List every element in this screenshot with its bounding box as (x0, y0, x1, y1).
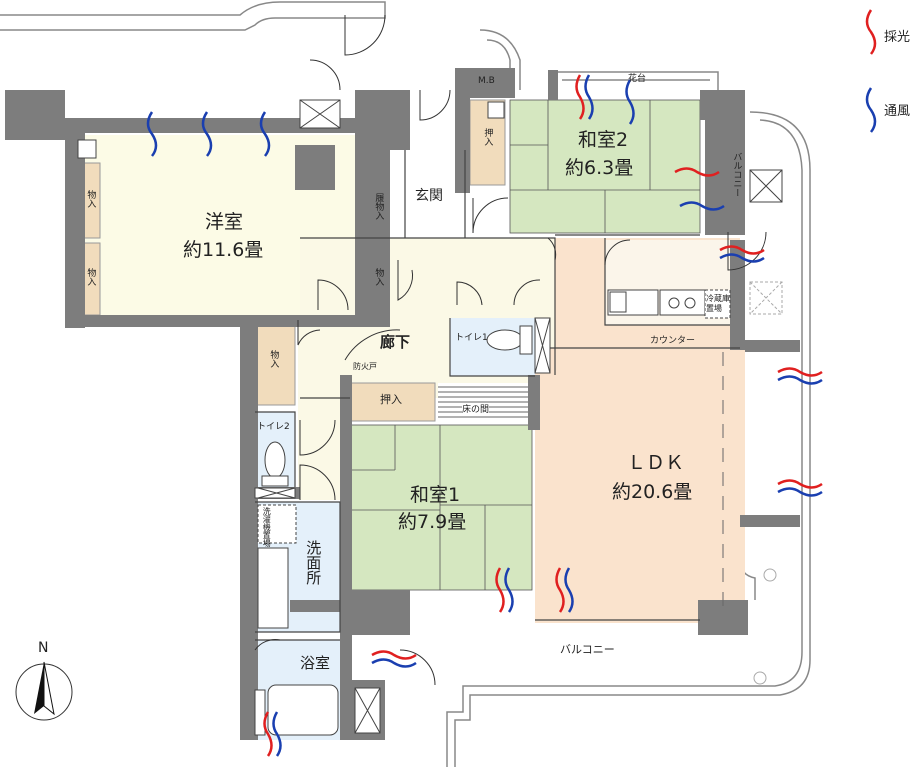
oshiire-w1 (349, 382, 436, 422)
senmenjo-label: 洗面所 (304, 540, 323, 585)
genkan-label: 玄関 (415, 188, 443, 204)
toilet2-bowl (264, 441, 286, 479)
washer (257, 504, 297, 544)
hanadai-label: 花台 (628, 74, 647, 84)
counter-label: カウンター (650, 336, 696, 346)
ldk-floor-main (535, 348, 745, 623)
legend-light-mark (865, 9, 877, 55)
western-room-size: 約11.6畳 (183, 239, 264, 261)
storage-label-1: 物入 (85, 190, 96, 208)
floors (80, 99, 745, 740)
firedoor-label: 防火戸 (353, 362, 377, 371)
oshiire-label-2: 押入 (482, 128, 493, 146)
washitsu2-size: 約6.3畳 (565, 157, 634, 179)
toilet1-bowl (486, 329, 524, 351)
bath-counter (254, 689, 266, 736)
balcony-decor (749, 281, 783, 685)
tokonoma-label: 床の間 (462, 405, 490, 416)
ldk-name: ＬＤＫ (627, 452, 685, 474)
bathtub (267, 684, 339, 736)
legend-light-label: 採光 (884, 30, 911, 45)
washer-label: 洗濯機置場 (262, 507, 272, 547)
fridge (704, 289, 731, 319)
washitsu2-name: 和室2 (578, 129, 629, 151)
balcony-label-south: バルコニー (560, 643, 615, 656)
hallway-label: 廊下 (380, 333, 411, 351)
balcony-label-east: バルコニー (731, 152, 742, 197)
storage-label-2: 物入 (85, 268, 96, 286)
light-wind-arrows (146, 74, 823, 757)
storage-label-4: 物入 (268, 350, 279, 368)
storage-hall (254, 319, 296, 406)
toilet1-label: トイレ1 (455, 333, 488, 343)
washitsu1-size: 約7.9畳 (398, 511, 467, 533)
doors (254, 14, 767, 686)
north-arrow-icon (15, 661, 73, 721)
mb-label: M.B (478, 76, 495, 86)
legend-wind-label: 通風 (884, 104, 911, 119)
walls (5, 68, 800, 740)
tatami-lines (349, 99, 701, 591)
western-room-name: 洋室 (205, 211, 244, 233)
washitsu1-name: 和室1 (410, 484, 461, 506)
shoes-storage-label: 履物入 (373, 193, 384, 220)
north-label: N (38, 640, 49, 656)
washitsu1-floor (350, 425, 532, 590)
toilet2-label: トイレ2 (257, 422, 290, 432)
legend-wind-mark (865, 87, 877, 133)
partitions (255, 150, 740, 641)
storage-label-3: 物入 (373, 268, 384, 286)
ldk-size: 約20.6畳 (612, 481, 693, 503)
oshiire-label-1: 押入 (380, 393, 402, 406)
fridge-label: 冷蔵庫置場 (706, 294, 730, 313)
tokonoma-floor (438, 383, 528, 425)
cross-marks (257, 99, 783, 734)
bath-label: 浴室 (300, 654, 331, 672)
